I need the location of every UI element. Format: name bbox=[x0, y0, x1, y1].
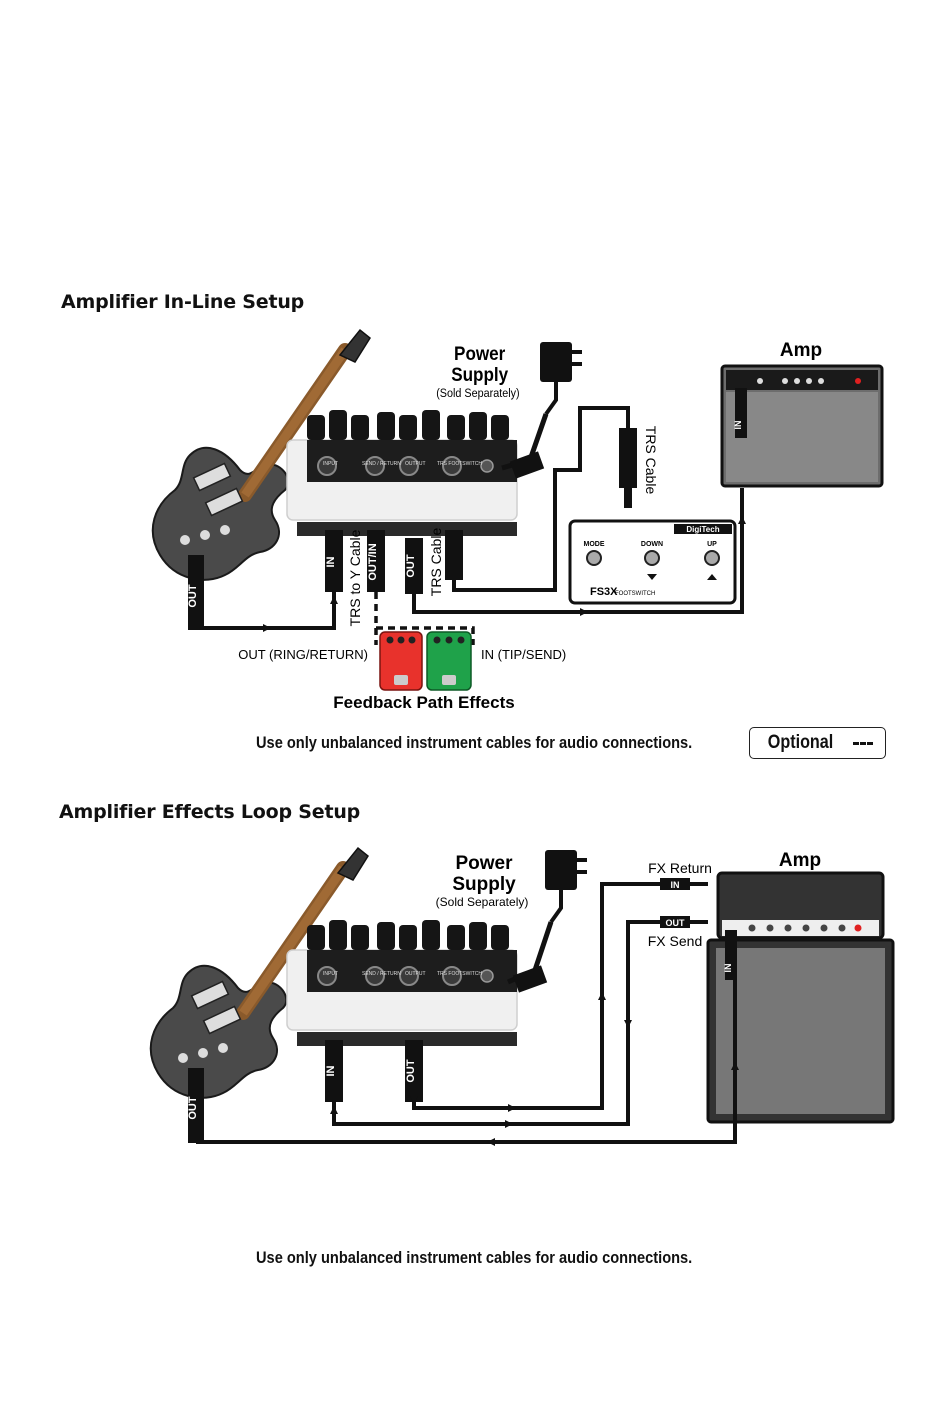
fx-send-plug bbox=[660, 916, 690, 928]
fxloop-in-jack-label: IN bbox=[325, 1065, 337, 1076]
fs-up-label: UP bbox=[707, 541, 717, 548]
panel-footswitch-label: TRS FOOTSWITCH bbox=[437, 461, 482, 467]
feedback-red-pedal bbox=[379, 631, 423, 691]
footswitch-brand: DigiTech bbox=[686, 525, 719, 534]
inline-trs-label: TRS Cable bbox=[643, 426, 659, 495]
fxloop-cables bbox=[196, 882, 737, 1144]
inline-optional-loop bbox=[374, 592, 475, 645]
fxloop-power-note: (Sold Separately) bbox=[436, 895, 529, 909]
fxloop-power-line2: Supply bbox=[452, 874, 516, 895]
legend-optional-label: Optional bbox=[767, 732, 834, 753]
inline-in-jack-label: IN bbox=[325, 556, 337, 567]
fxloop-guitar-out-label: OUT bbox=[187, 1096, 199, 1120]
inline-power-line2: Supply bbox=[451, 364, 508, 385]
fx-return-plug bbox=[660, 878, 690, 890]
fxloop-out-jack-label: OUT bbox=[405, 1059, 417, 1083]
fx-in-label: IN (TIP/SEND) bbox=[481, 647, 566, 662]
fxloop-power-adapter-icon bbox=[543, 848, 589, 924]
inline-amp: IN bbox=[720, 364, 884, 488]
inline-power-adapter-icon bbox=[538, 340, 584, 416]
inline-guitar-out-label: OUT bbox=[187, 584, 199, 608]
panel2-send-return-label: SEND / RETURN bbox=[362, 971, 401, 977]
inline-outin-jack-label: OUT/IN bbox=[367, 543, 379, 580]
feedback-green-pedal bbox=[426, 631, 472, 691]
inline-trs-plug bbox=[619, 428, 637, 488]
cable-note-inline: Use only unbalanced instrument cables fo… bbox=[256, 733, 693, 752]
feedback-label: Feedback Path Effects bbox=[333, 693, 514, 712]
cable-note-fxloop: Use only unbalanced instrument cables fo… bbox=[256, 1248, 693, 1267]
panel-input-label: INPUT bbox=[323, 461, 338, 467]
fxloop-amp-in-label: IN bbox=[723, 964, 733, 973]
inline-trs-label-2: TRS Cable bbox=[428, 528, 444, 597]
inline-amp-label: Amp bbox=[780, 340, 822, 361]
inline-trs-y-label: TRS to Y Cable bbox=[347, 529, 363, 626]
inline-panel-labels: INPUT SEND / RETURN OUTPUT TRS FOOTSWITC… bbox=[323, 461, 482, 467]
fs-model: FS3X bbox=[590, 586, 618, 598]
inline-amp-in-label: IN bbox=[733, 421, 743, 430]
fxloop-amp: IN bbox=[706, 871, 895, 1124]
panel2-input-label: INPUT bbox=[323, 971, 338, 977]
fx-return-label: FX Return bbox=[648, 860, 712, 876]
inline-arrows bbox=[263, 516, 746, 632]
section-title-inline: Amplifier In-Line Setup bbox=[61, 291, 305, 313]
fx-send-out-label: OUT bbox=[666, 918, 686, 928]
fxloop-arrows bbox=[330, 992, 739, 1146]
panel-send-return-label: SEND / RETURN bbox=[362, 461, 401, 467]
panel2-output-label: OUTPUT bbox=[405, 971, 426, 977]
inline-out-jack-label: OUT bbox=[405, 554, 417, 578]
fs-mode-label: MODE bbox=[584, 541, 605, 548]
legend-optional: Optional bbox=[749, 727, 886, 759]
fs-model-sub: FOOTSWITCH bbox=[615, 591, 655, 597]
panel2-footswitch-label: TRS FOOTSWITCH bbox=[437, 971, 482, 977]
fxloop-pedal-unit bbox=[286, 919, 518, 1047]
inline-footswitch: DigiTech MODE DOWN UP FS3X FOOTSWITCH bbox=[568, 519, 737, 605]
panel-output-label: OUTPUT bbox=[405, 461, 426, 467]
fx-out-label: OUT (RING/RETURN) bbox=[238, 647, 368, 662]
fs-down-label: DOWN bbox=[641, 541, 663, 548]
fx-return-in-label: IN bbox=[671, 880, 680, 890]
fx-send-label: FX Send bbox=[648, 933, 702, 949]
section-title-fxloop: Amplifier Effects Loop Setup bbox=[59, 801, 361, 823]
inline-power-line1: Power bbox=[454, 343, 505, 364]
fxloop-amp-label: Amp bbox=[779, 850, 821, 871]
inline-plugs bbox=[188, 530, 463, 630]
inline-pedal-unit bbox=[286, 409, 518, 537]
fxloop-panel-labels: INPUT SEND / RETURN OUTPUT TRS FOOTSWITC… bbox=[323, 971, 482, 977]
legend-dash-swatch bbox=[853, 741, 873, 745]
fxloop-power-line1: Power bbox=[455, 853, 513, 874]
inline-power-note: (Sold Separately) bbox=[436, 388, 520, 401]
